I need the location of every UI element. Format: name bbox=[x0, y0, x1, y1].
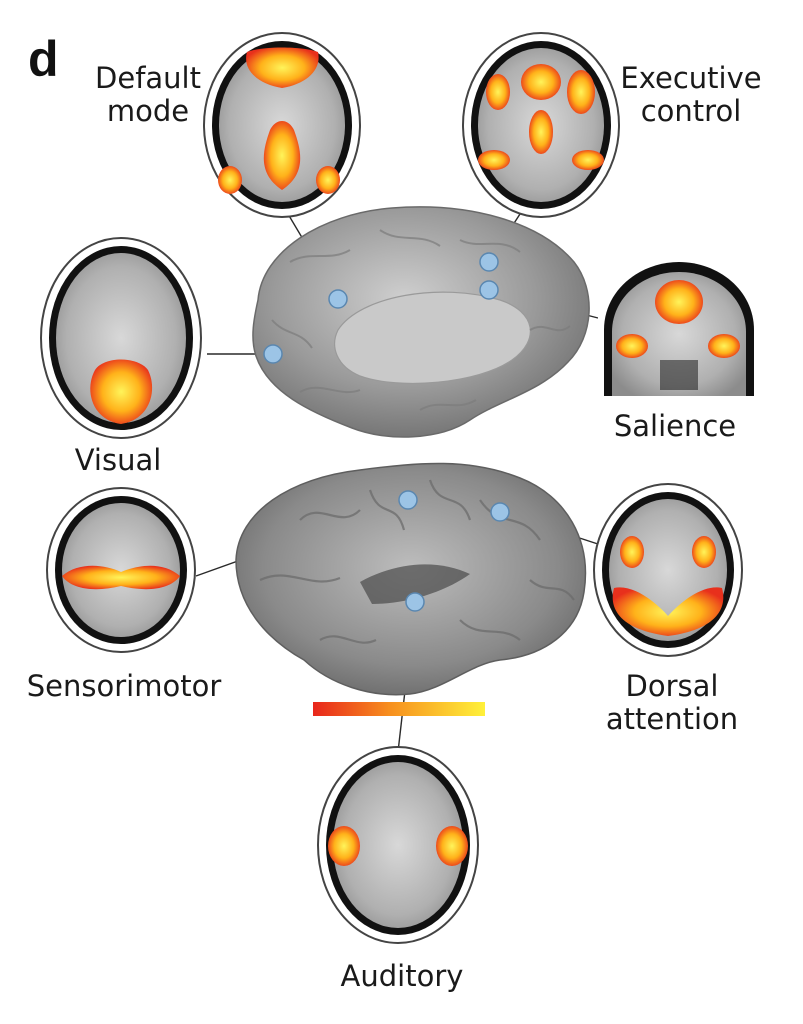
slice-executive-control bbox=[462, 32, 620, 218]
node-executive-control bbox=[479, 252, 499, 272]
node-default-mode bbox=[328, 289, 348, 309]
slice-auditory bbox=[317, 746, 479, 944]
node-salience bbox=[479, 280, 499, 300]
label-visual: Visual bbox=[74, 443, 162, 477]
slice-default-mode bbox=[203, 32, 361, 218]
slice-dorsal-attention bbox=[593, 483, 743, 657]
slice-sensorimotor bbox=[46, 487, 196, 653]
slice-salience bbox=[598, 258, 760, 398]
slice-visual bbox=[40, 237, 202, 439]
label-sensorimotor: Sensorimotor bbox=[26, 669, 222, 703]
node-dorsal-attention bbox=[490, 502, 510, 522]
node-auditory bbox=[405, 592, 425, 612]
medial-cortex-surface bbox=[252, 206, 590, 438]
panel-letter: d bbox=[28, 31, 59, 87]
network-nodes bbox=[263, 252, 510, 612]
node-visual bbox=[263, 344, 283, 364]
label-auditory: Auditory bbox=[340, 959, 464, 993]
label-salience: Salience bbox=[613, 409, 737, 443]
node-sensorimotor bbox=[398, 490, 418, 510]
activation-colorbar bbox=[313, 702, 485, 716]
